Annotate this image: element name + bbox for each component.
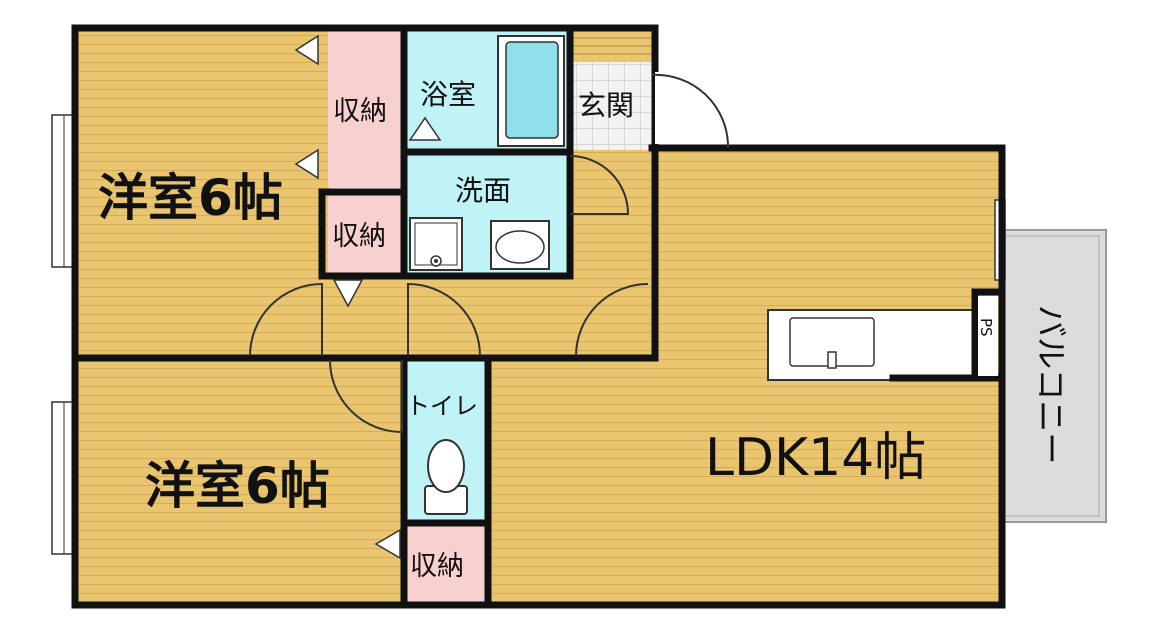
washing-machine-pan bbox=[409, 217, 463, 271]
label-storage-top: 収納 bbox=[333, 96, 387, 127]
label-storage-bottom: 収納 bbox=[410, 551, 464, 582]
floor-western-room-bottom bbox=[75, 355, 405, 605]
bathtub bbox=[497, 35, 565, 147]
closet-door-markers bbox=[294, 34, 442, 560]
label-ldk: LDK14帖 bbox=[705, 428, 926, 488]
storage-top bbox=[328, 30, 404, 188]
wash-basin bbox=[490, 220, 550, 270]
storage-bottom bbox=[405, 523, 488, 603]
label-toilet: トイレ bbox=[406, 392, 478, 420]
label-balcony: バルコニー bbox=[1032, 305, 1070, 464]
entrance-tile bbox=[572, 62, 652, 150]
kitchen-counter bbox=[767, 309, 977, 381]
label-entrance: 玄関 bbox=[578, 89, 634, 122]
doors bbox=[249, 72, 730, 434]
floor-western-room-top bbox=[75, 28, 330, 358]
pipe-space-box bbox=[978, 296, 998, 376]
toilet-bowl bbox=[424, 439, 468, 515]
storage-middle bbox=[328, 195, 402, 275]
label-pipe-space: PS bbox=[977, 318, 995, 337]
label-washroom: 洗面 bbox=[455, 174, 511, 207]
label-western-room-top: 洋室6帖 bbox=[98, 169, 283, 227]
label-western-room-bottom: 洋室6帖 bbox=[145, 457, 330, 515]
label-bathroom: 浴室 bbox=[420, 78, 476, 111]
balcony bbox=[1002, 229, 1107, 523]
label-storage-middle: 収納 bbox=[332, 221, 386, 252]
walls bbox=[71, 24, 1006, 609]
entrance-step-lines bbox=[572, 37, 652, 55]
